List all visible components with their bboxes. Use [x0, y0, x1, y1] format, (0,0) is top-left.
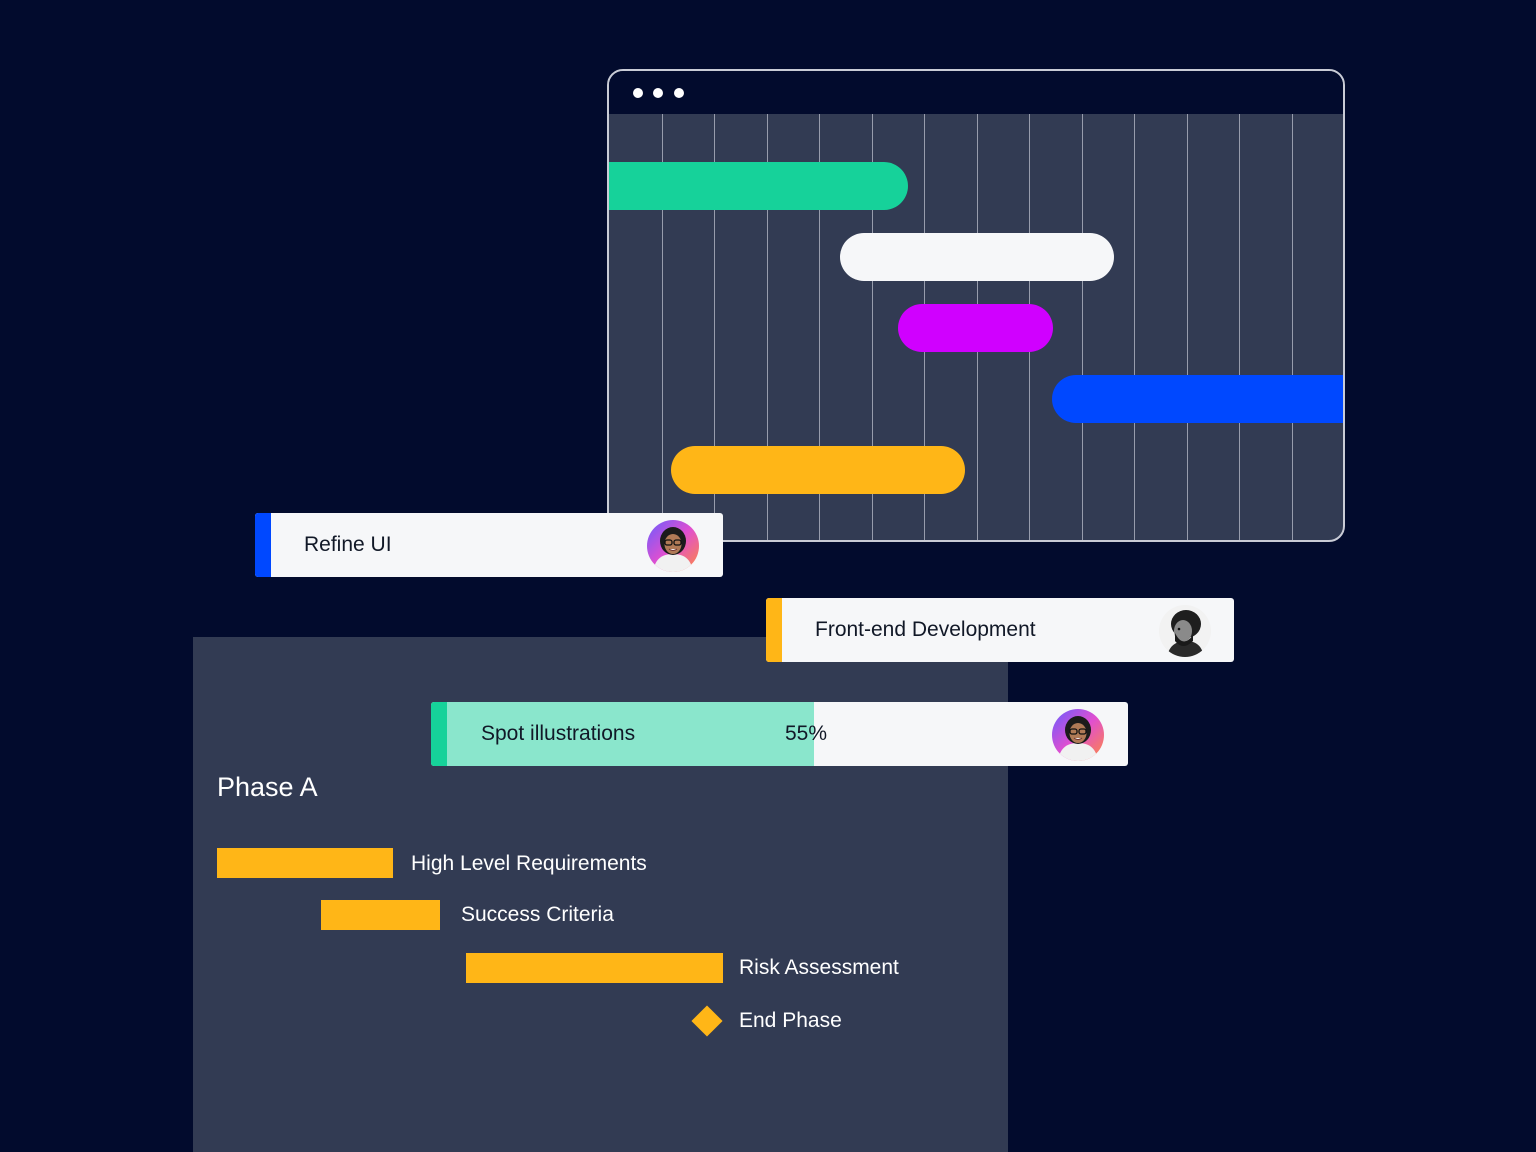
gantt-bar-blue[interactable] [1052, 375, 1343, 423]
task-card-front-end-development[interactable]: Front-end Development [766, 598, 1234, 662]
window-dot-icon[interactable] [653, 88, 663, 98]
grid-line [1239, 114, 1240, 540]
grid-line [662, 114, 663, 540]
window-dot-icon[interactable] [674, 88, 684, 98]
gantt-bar-green[interactable] [609, 162, 908, 210]
task-label: Risk Assessment [739, 956, 899, 979]
task-bar-risk-assessment[interactable] [466, 953, 723, 983]
task-card-refine-ui[interactable]: Refine UI [255, 513, 723, 577]
progress-percent: 55% [785, 722, 828, 745]
grid-line [1187, 114, 1188, 540]
card-label: Front-end Development [815, 618, 1036, 641]
window-dot-icon[interactable] [633, 88, 643, 98]
card-accent-bar [766, 598, 782, 662]
task-bar-success-criteria[interactable] [321, 900, 440, 930]
grid-line [1134, 114, 1135, 540]
grid-line [819, 114, 820, 540]
milestone-label: End Phase [739, 1009, 842, 1032]
grid-line [1292, 114, 1293, 540]
gantt-window [607, 69, 1345, 542]
grid-line [767, 114, 768, 540]
card-accent-bar [431, 702, 447, 766]
task-label: High Level Requirements [411, 852, 647, 875]
grid-line [872, 114, 873, 540]
gantt-bar-amber[interactable] [671, 446, 965, 494]
milestone-diamond-icon[interactable] [691, 1005, 723, 1037]
gantt-grid [609, 114, 1343, 540]
avatar-woman-icon[interactable] [647, 520, 699, 572]
phase-title: Phase A [217, 772, 318, 802]
task-bar-high-level-requirements[interactable] [217, 848, 393, 878]
card-label: Refine UI [304, 533, 392, 556]
task-card-spot-illustrations[interactable]: Spot illustrations 55% [431, 702, 1128, 766]
avatar-man-icon[interactable] [1159, 605, 1211, 657]
window-titlebar [609, 71, 1343, 114]
grid-line [1082, 114, 1083, 540]
card-accent-bar [255, 513, 271, 577]
gantt-bar-white[interactable] [840, 233, 1114, 281]
card-label: Spot illustrations [481, 722, 636, 745]
task-label: Success Criteria [461, 903, 614, 926]
avatar-woman-icon[interactable] [1052, 709, 1104, 761]
progress-fill [431, 702, 814, 766]
grid-line [714, 114, 715, 540]
gantt-bar-magenta[interactable] [898, 304, 1053, 352]
